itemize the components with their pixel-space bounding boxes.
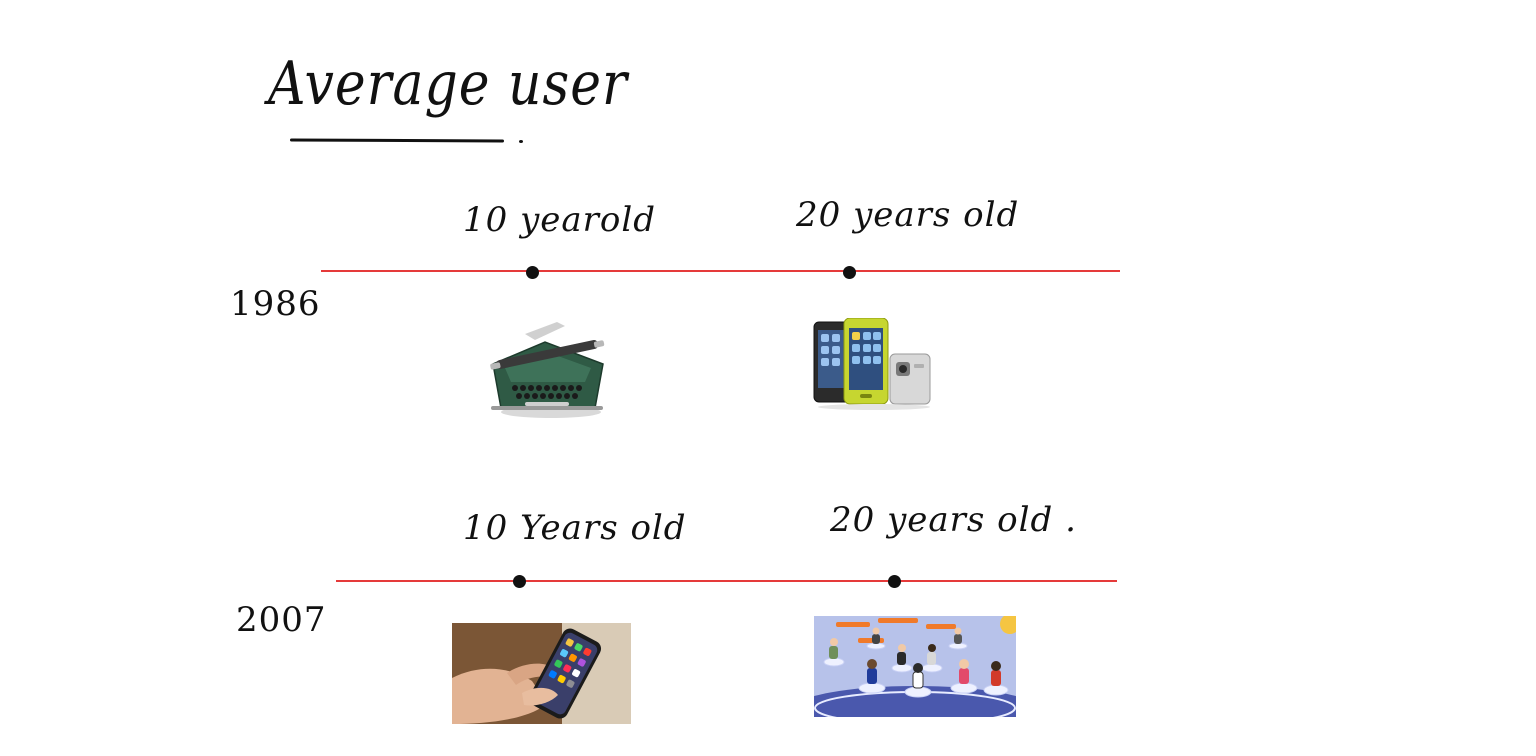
row2-milestone1-label: 10 Years old: [463, 508, 687, 548]
virtual-world-image: [814, 616, 1016, 717]
title-dot: [519, 140, 523, 143]
row1-year-label: 1986: [230, 284, 321, 324]
nokia-phones-illustration: [813, 318, 931, 410]
row1-timeline: [321, 270, 1120, 272]
row1-milestone2-label: 20 years old: [796, 195, 1020, 235]
row2-milestone1-dot: [513, 575, 526, 588]
page-title: Average user: [268, 50, 628, 119]
virtual-avatars-illustration: [814, 616, 1016, 717]
row2-year-label: 2007: [236, 600, 327, 640]
iphone-in-hand-illustration: [452, 623, 631, 724]
nokia-phones-image: [810, 318, 936, 410]
typewriter-illustration: [490, 322, 605, 418]
row1-milestone2-dot: [843, 266, 856, 279]
row1-milestone1-dot: [526, 266, 539, 279]
title-underline: [289, 138, 505, 143]
row2-milestone2-label: 20 years old .: [830, 500, 1077, 540]
row2-timeline: [336, 580, 1117, 582]
row2-milestone2-dot: [888, 575, 901, 588]
row1-milestone1-label: 10 yearold: [463, 200, 657, 240]
typewriter-image: [485, 312, 611, 420]
iphone-photo-image: [452, 623, 631, 724]
